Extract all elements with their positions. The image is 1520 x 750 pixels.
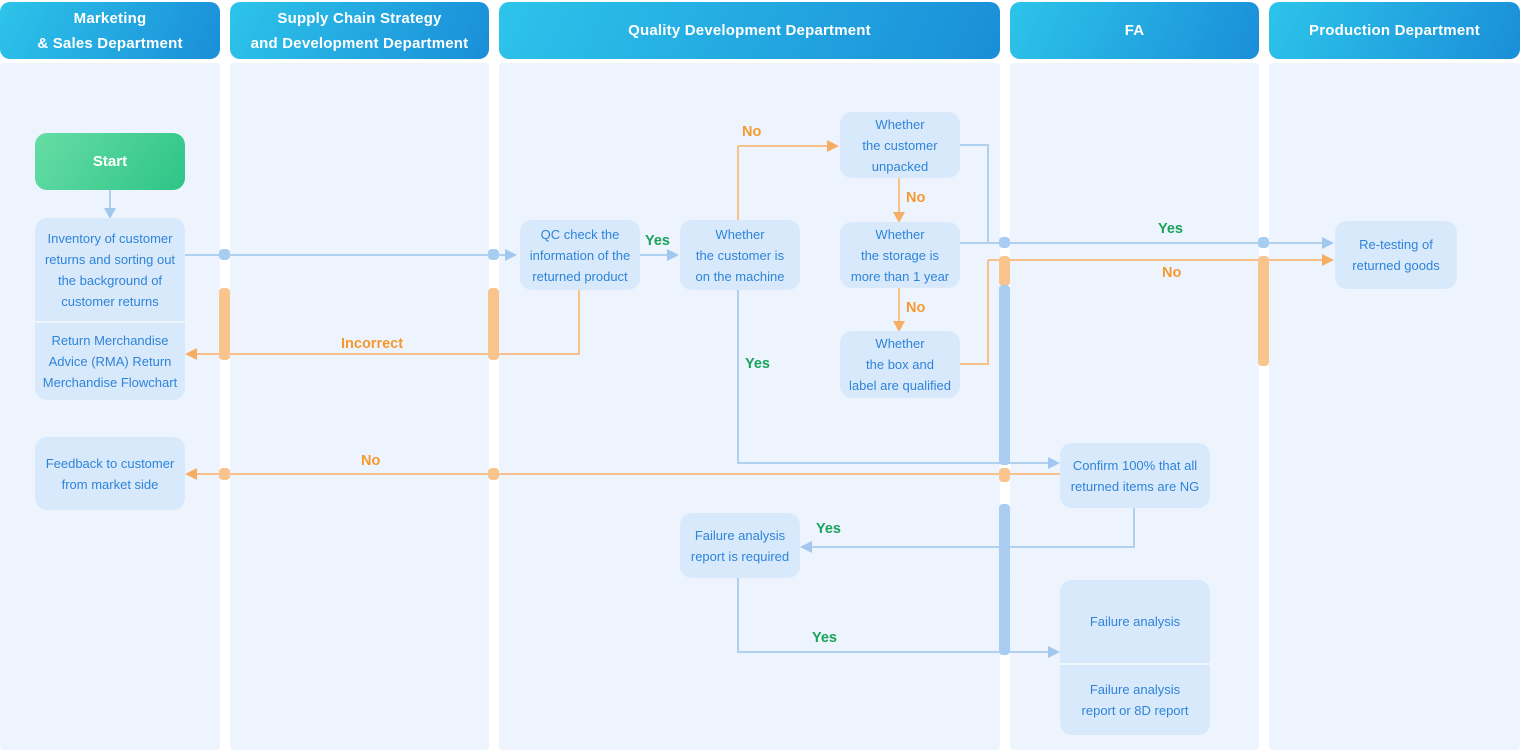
edge-storage-no-arrowhead — [893, 321, 905, 332]
node-rma-flowchart[interactable]: Return Merchandise Advice (RMA) Return M… — [42, 333, 178, 390]
lane-gap-bridge — [1258, 237, 1269, 248]
edge-qc-incorrect-horizontal — [197, 353, 578, 355]
lane-gap-bridge — [1258, 256, 1269, 366]
lane-header-supply-chain: Supply Chain Strategy and Development De… — [230, 2, 489, 59]
edge-machine-no-arrowhead — [827, 140, 839, 152]
node-qc-check[interactable]: QC check the information of the returned… — [520, 220, 640, 290]
lane-production — [1269, 63, 1520, 750]
lane-gap-bridge — [999, 573, 1010, 655]
edge-label-incorrect: Incorrect — [341, 336, 404, 352]
node-inventory-rma-group[interactable]: Inventory of customer returns and sortin… — [35, 218, 185, 400]
edge-storage-to-retest — [960, 242, 1322, 244]
edge-machine-yes-horizontal — [738, 462, 1048, 464]
edge-label-no: No — [906, 190, 926, 206]
edge-label-no: No — [742, 124, 762, 140]
edge-storage-to-retest-arrowhead — [1322, 237, 1334, 249]
edge-required-yes-vertical — [737, 578, 739, 653]
edge-confirm-no — [197, 473, 1060, 475]
node-customer-on-machine[interactable]: Whether the customer is on the machine — [680, 220, 800, 290]
lane-gap-bridge — [999, 285, 1010, 465]
edge-storage-no — [898, 288, 900, 323]
edge-unpacked-join-horizontal — [960, 144, 989, 146]
lane-gap-bridge — [219, 468, 230, 480]
edge-qc-incorrect-vertical — [578, 290, 580, 355]
lane-supply-chain — [230, 63, 489, 750]
edge-start-to-inventory — [109, 190, 111, 210]
node-storage-more-than-1-year[interactable]: Whether the storage is more than 1 year — [840, 222, 960, 288]
node-confirm-100-ng[interactable]: Confirm 100% that all returned items are… — [1060, 443, 1210, 508]
lane-gap-bridge — [219, 288, 230, 360]
lane-gap-bridge — [999, 468, 1010, 482]
node-inventory[interactable]: Inventory of customer returns and sortin… — [35, 218, 185, 323]
edge-unpacked-no-arrowhead — [893, 212, 905, 223]
edge-required-yes-arrowhead — [1048, 646, 1060, 658]
edge-label-no: No — [361, 453, 381, 469]
edge-boxlabel-no-h1 — [960, 363, 989, 365]
lane-gap-bridge — [488, 288, 499, 360]
edge-boxlabel-no-vertical — [987, 260, 989, 365]
edge-machine-yes-arrowhead — [1048, 457, 1060, 469]
lane-gap-bridge — [999, 256, 1010, 286]
node-fa-report-or-8d[interactable]: Failure analysis report or 8D report — [1081, 682, 1189, 718]
edge-unpacked-no — [898, 178, 900, 214]
edge-label-yes: Yes — [1158, 221, 1183, 237]
edge-label-yes: Yes — [645, 233, 670, 249]
lane-header-fa: FA — [1010, 2, 1259, 59]
node-retesting[interactable]: Re-testing of returned goods — [1335, 221, 1457, 289]
lane-gap-bridge — [488, 249, 499, 260]
edge-qc-to-machine — [640, 254, 667, 256]
node-customer-unpacked[interactable]: Whether the customer unpacked — [840, 112, 960, 178]
lane-header-marketing-sales: Marketing & Sales Department — [0, 2, 220, 59]
lane-gap-bridge — [999, 504, 1010, 580]
edge-label-no: No — [906, 300, 926, 316]
edge-label-yes: Yes — [745, 356, 770, 372]
node-failure-analysis-group[interactable]: Failure analysis Failure analysis report… — [1060, 580, 1210, 735]
edge-qc-to-machine-arrowhead — [667, 249, 679, 261]
edge-machine-yes-vertical — [737, 290, 739, 464]
lane-gap-bridge — [999, 237, 1010, 248]
node-fa-report-required[interactable]: Failure analysis report is required — [680, 513, 800, 578]
lane-header-quality-development: Quality Development Department — [499, 2, 1000, 59]
lane-gap-bridge — [488, 468, 499, 480]
edge-boxlabel-no-h2 — [988, 259, 1322, 261]
edge-label-no: No — [1162, 265, 1182, 281]
node-failure-analysis[interactable]: Failure analysis — [1060, 580, 1210, 665]
edge-label-yes: Yes — [816, 521, 841, 537]
edge-unpacked-join-vertical — [987, 144, 989, 243]
edge-confirm-yes-arrowhead — [800, 541, 812, 553]
edge-inventory-to-qc-arrowhead — [505, 249, 517, 261]
lane-gap-bridge — [219, 249, 230, 260]
edge-qc-incorrect-arrowhead — [185, 348, 197, 360]
edge-required-yes-horizontal — [738, 651, 1048, 653]
edge-boxlabel-no-arrowhead — [1322, 254, 1334, 266]
edge-label-yes: Yes — [812, 630, 837, 646]
edge-confirm-yes-vertical — [1133, 508, 1135, 548]
edge-inventory-to-qc — [185, 254, 505, 256]
node-box-label-qualified[interactable]: Whether the box and label are qualified — [840, 331, 960, 398]
edge-confirm-yes-horizontal — [812, 546, 1134, 548]
node-start[interactable]: Start — [35, 133, 185, 190]
edge-confirm-no-arrowhead — [185, 468, 197, 480]
edge-machine-no-vertical — [737, 146, 739, 220]
lane-header-production: Production Department — [1269, 2, 1520, 59]
node-feedback-to-customer[interactable]: Feedback to customer from market side — [35, 437, 185, 510]
edge-machine-no-horizontal — [738, 145, 827, 147]
edge-start-to-inventory-arrowhead — [104, 208, 116, 219]
